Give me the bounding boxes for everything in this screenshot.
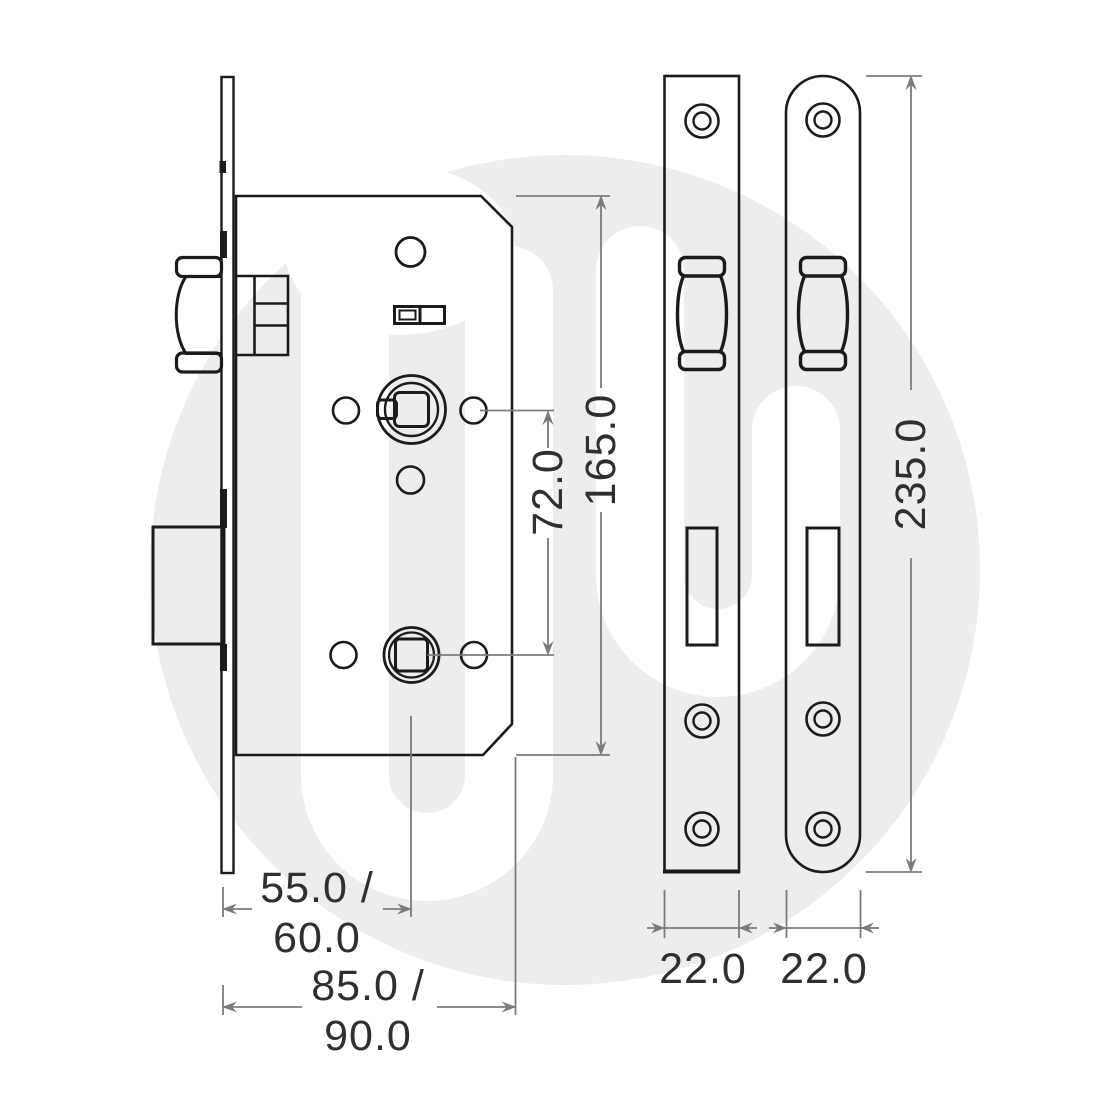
dim-label-radius-forend-width: 22.0 bbox=[780, 945, 868, 993]
screw-hole-inner bbox=[692, 819, 712, 839]
deadbolt-cutout bbox=[685, 526, 719, 647]
screw-hole bbox=[805, 811, 841, 847]
lock-case-outline bbox=[234, 194, 514, 757]
latch-cutout-front bbox=[796, 255, 850, 372]
fixing-hole bbox=[329, 640, 358, 670]
dim-square-forend-width bbox=[647, 890, 757, 938]
dim-label-case-height: 165.0 bbox=[577, 394, 625, 507]
screw-hole bbox=[805, 102, 841, 138]
screw-hole bbox=[684, 103, 720, 139]
dim-label-follower-spacing: 72.0 bbox=[524, 448, 572, 536]
deadbolt-side-view bbox=[151, 525, 226, 646]
screw-hole-inner bbox=[813, 110, 833, 130]
indicator-slot bbox=[393, 305, 446, 325]
screw-hole-inner bbox=[813, 819, 833, 839]
latch-body-internal bbox=[236, 274, 290, 357]
dim-label-backset-line1: 55.0 / bbox=[260, 864, 374, 912]
dim-label-plate-height: 235.0 bbox=[887, 418, 935, 531]
dim-label-case-depth-line1: 85.0 / bbox=[311, 962, 425, 1010]
square-forend-view bbox=[663, 74, 741, 874]
screw-hole bbox=[805, 701, 841, 737]
screw-hole bbox=[684, 703, 720, 739]
m-logo-watermark-icon bbox=[150, 155, 980, 985]
fixing-hole bbox=[395, 465, 426, 495]
radius-forend-plate bbox=[784, 74, 862, 874]
dim-label-square-forend-width: 22.0 bbox=[659, 945, 747, 993]
dim-plate-height bbox=[866, 75, 922, 873]
screw-hole bbox=[684, 811, 720, 847]
fixing-hole bbox=[331, 396, 361, 425]
faceplate-guide-marks bbox=[219, 161, 227, 671]
screw-hole-inner bbox=[692, 111, 712, 131]
radius-forend-view bbox=[784, 74, 862, 874]
deadbolt-cutout bbox=[805, 526, 841, 647]
latch-cutout-front bbox=[675, 255, 729, 372]
dimension-arrowheads bbox=[222, 75, 917, 1013]
dim-label-backset-line2: 60.0 bbox=[273, 914, 361, 962]
dim-label-case-depth-line2: 90.0 bbox=[324, 1012, 412, 1060]
latch-bolt-side-view bbox=[174, 255, 224, 374]
lock-case-side-view bbox=[151, 75, 514, 875]
screw-hole-inner bbox=[692, 711, 712, 731]
screw-hole-inner bbox=[813, 709, 833, 729]
spindle-follower-upper bbox=[376, 374, 447, 445]
dim-case-height bbox=[516, 195, 610, 756]
dim-case-depth bbox=[222, 757, 517, 1015]
case-top-hole bbox=[394, 236, 427, 268]
faceplate-edge-view bbox=[220, 75, 235, 875]
